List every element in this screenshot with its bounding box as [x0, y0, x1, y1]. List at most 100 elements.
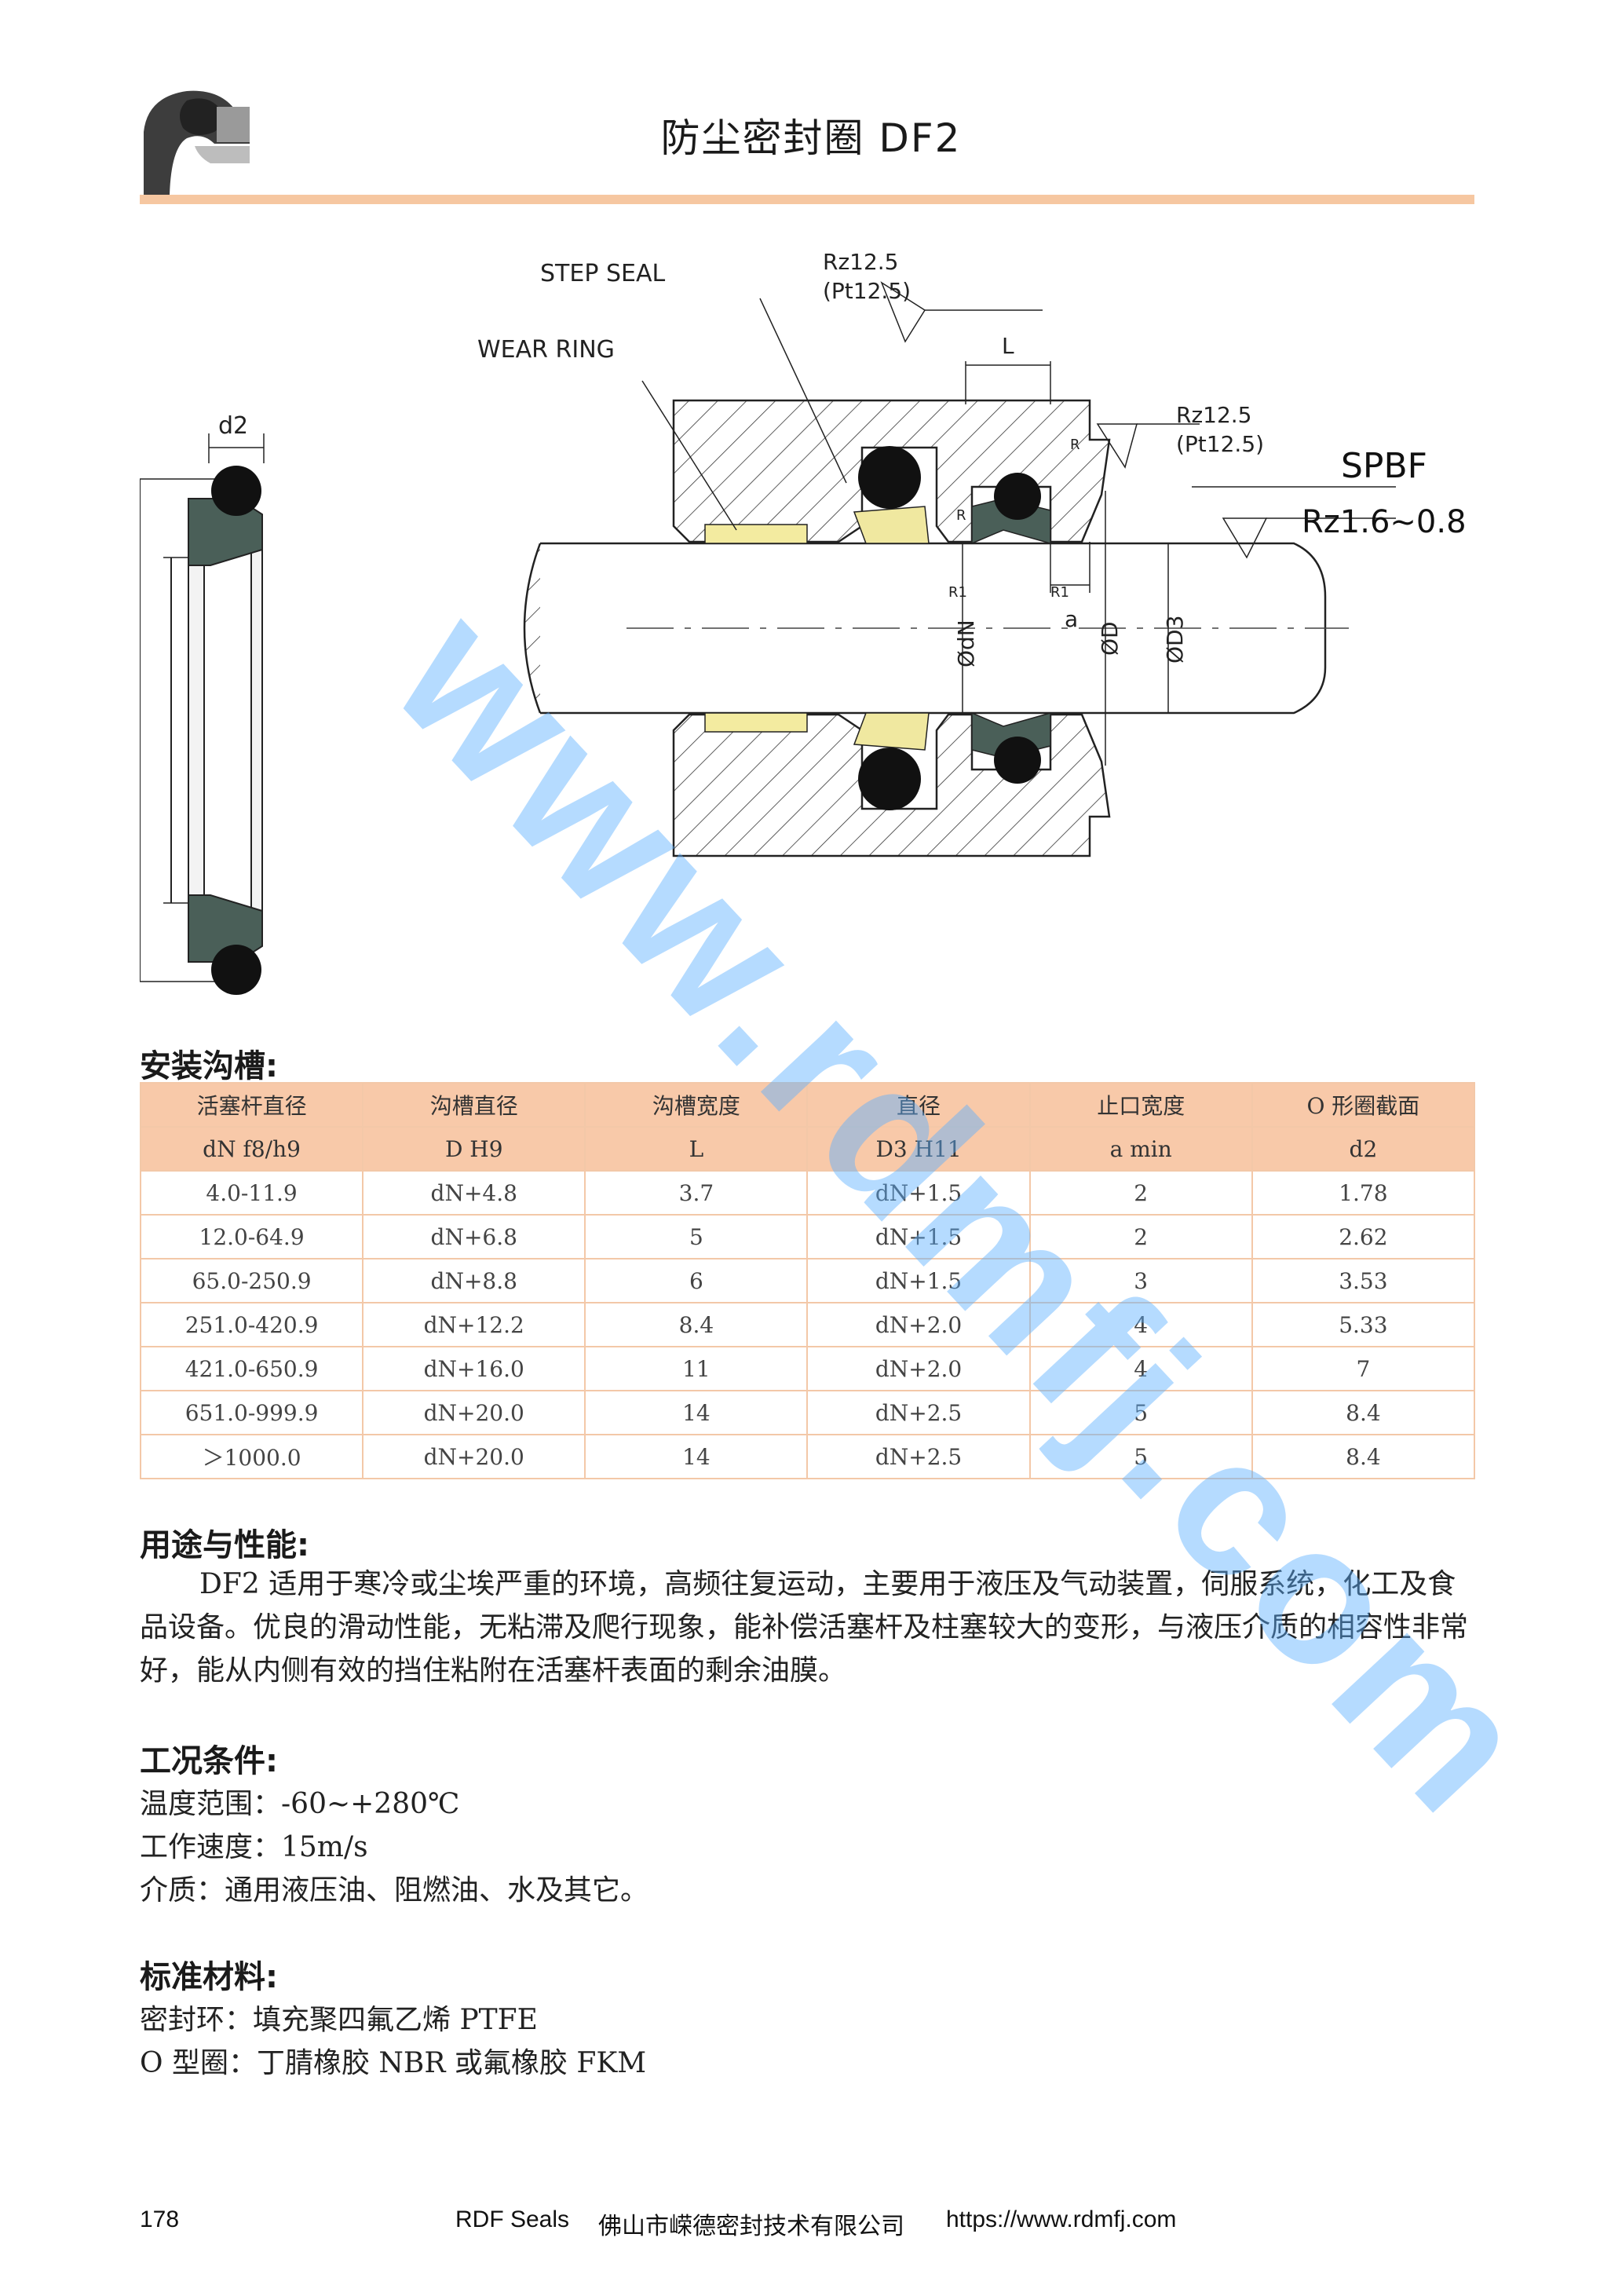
- medium: 介质：通用液压油、阻燃油、水及其它。: [140, 1874, 649, 1907]
- table-row: 651.0-999.9 dN+20.0 14 dN+2.5 5 8.4: [139, 1390, 1476, 1435]
- table-cell: 4.0-11.9: [139, 1170, 364, 1216]
- header-cell: a min: [1028, 1126, 1253, 1172]
- table-row: ＞1000.0 dN+20.0 14 dN+2.5 5 8.4: [139, 1434, 1476, 1479]
- table-row: 4.0-11.9 dN+4.8 3.7 dN+1.5 2 1.78: [139, 1170, 1476, 1216]
- table-row: 12.0-64.9 dN+6.8 5 dN+1.5 2 2.62: [139, 1214, 1476, 1260]
- table-cell: 5.33: [1251, 1302, 1476, 1347]
- table-cell: 4: [1028, 1302, 1253, 1347]
- table-cell: 5: [1028, 1390, 1253, 1435]
- table-cell: 6: [584, 1258, 809, 1303]
- header-cell: 沟槽宽度: [584, 1082, 809, 1128]
- header-cell: D3 H11: [806, 1126, 1031, 1172]
- header-cell: O 形圈截面: [1251, 1082, 1476, 1128]
- table-cell: dN+2.5: [806, 1390, 1031, 1435]
- temperature-range: 温度范围：-60~+280℃: [140, 1788, 460, 1820]
- seal-ring-material: 密封环：填充聚四氟乙烯 PTFE: [140, 2004, 538, 2036]
- o-ring-material: O 型圈：丁腈橡胶 NBR 或氟橡胶 FKM: [140, 2047, 647, 2079]
- header-cell: d2: [1251, 1126, 1476, 1172]
- svg-text:(Pt12.5): (Pt12.5): [823, 278, 911, 304]
- logo-icon: [144, 90, 250, 195]
- usage-paragraph: DF2 适用于寒冷或尘埃严重的环境，高频往复运动，主要用于液压及气动装置，伺服系…: [140, 1563, 1475, 1692]
- footer-brand: RDF Seals: [455, 2206, 570, 2232]
- footer-company: 佛山市嵘德密封技术有限公司: [598, 2214, 904, 2239]
- header-cell: 止口宽度: [1028, 1082, 1253, 1128]
- table-cell: dN+8.8: [362, 1258, 586, 1303]
- table-row: 65.0-250.9 dN+8.8 6 dN+1.5 3 3.53: [139, 1258, 1476, 1303]
- table-cell: dN+20.0: [362, 1390, 586, 1435]
- table-cell: 11: [584, 1346, 809, 1391]
- conditions-heading: 工况条件:: [140, 1743, 278, 1779]
- svg-text:ØdN: ØdN: [953, 620, 979, 667]
- svg-text:Rz12.5: Rz12.5: [1176, 402, 1252, 428]
- svg-text:R1: R1: [1050, 584, 1069, 601]
- svg-text:(Pt12.5): (Pt12.5): [1176, 431, 1264, 457]
- table-cell: 2: [1028, 1214, 1253, 1260]
- table-cell: 8.4: [1251, 1390, 1476, 1435]
- usage-heading: 用途与性能:: [140, 1527, 309, 1563]
- table-cell: 8.4: [1251, 1434, 1476, 1479]
- wear-ring-bottom: [704, 712, 808, 733]
- wear-ring-top: [704, 524, 808, 544]
- table-cell: 2: [1028, 1170, 1253, 1216]
- header-cell: dN f8/h9: [139, 1126, 364, 1172]
- svg-text:R: R: [956, 507, 966, 524]
- table-cell: 5: [584, 1214, 809, 1260]
- page-number: 178: [140, 2206, 180, 2232]
- table-cell: 4: [1028, 1346, 1253, 1391]
- svg-text:R1: R1: [948, 584, 967, 601]
- table-cell: dN+2.5: [806, 1434, 1031, 1479]
- table-cell: 251.0-420.9: [139, 1302, 364, 1347]
- table-header-row: dN f8/h9 D H9 L D3 H11 a min d2: [139, 1126, 1476, 1172]
- table-cell: 7: [1251, 1346, 1476, 1391]
- usage-text: DF2 适用于寒冷或尘埃严重的环境，高频往复运动，主要用于液压及气动装置，伺服系…: [140, 1568, 1469, 1687]
- table-cell: dN+1.5: [806, 1214, 1031, 1260]
- svg-text:Rz1.6~0.8: Rz1.6~0.8: [1302, 504, 1467, 540]
- table-cell: dN+1.5: [806, 1258, 1031, 1303]
- working-speed: 工作速度：15m/s: [140, 1831, 368, 1863]
- table-cell: dN+1.5: [806, 1170, 1031, 1216]
- header-cell: 沟槽直径: [362, 1082, 586, 1128]
- svg-text:R: R: [1070, 437, 1080, 453]
- svg-text:L: L: [1002, 333, 1014, 359]
- page-title: 防尘密封圈 DF2: [660, 115, 962, 161]
- table-cell: 651.0-999.9: [139, 1390, 364, 1435]
- table-cell: 65.0-250.9: [139, 1258, 364, 1303]
- svg-text:d2: d2: [218, 412, 248, 440]
- table-cell: dN+20.0: [362, 1434, 586, 1479]
- table-row: 421.0-650.9 dN+16.0 11 dN+2.0 4 7: [139, 1346, 1476, 1391]
- materials-heading: 标准材料:: [140, 1959, 278, 1995]
- table-cell: dN+6.8: [362, 1214, 586, 1260]
- svg-text:ØD: ØD: [1097, 621, 1123, 656]
- table-cell: 14: [584, 1434, 809, 1479]
- table-cell: dN+2.0: [806, 1346, 1031, 1391]
- svg-text:ØD3: ØD3: [1162, 616, 1188, 664]
- header-divider: [140, 195, 1474, 204]
- table-cell: dN+4.8: [362, 1170, 586, 1216]
- table-cell: 421.0-650.9: [139, 1346, 364, 1391]
- table-cell: dN+2.0: [806, 1302, 1031, 1347]
- table-cell: 14: [584, 1390, 809, 1435]
- svg-text:STEP SEAL: STEP SEAL: [540, 260, 665, 287]
- groove-table: 活塞杆直径 沟槽直径 沟槽宽度 直径 止口宽度 O 形圈截面 dN f8/h9 …: [139, 1082, 1476, 1479]
- piston-rod: [523, 542, 1349, 715]
- footer-url[interactable]: https://www.rdmfj.com: [946, 2206, 1177, 2232]
- header-cell: D H9: [362, 1126, 586, 1172]
- header-cell: 活塞杆直径: [139, 1082, 364, 1128]
- table-cell: ＞1000.0: [139, 1434, 364, 1479]
- table-cell: 12.0-64.9: [139, 1214, 364, 1260]
- header-cell: L: [584, 1126, 809, 1172]
- seal-side-view: d2: [140, 412, 265, 995]
- table-row: 251.0-420.9 dN+12.2 8.4 dN+2.0 4 5.33: [139, 1302, 1476, 1347]
- svg-text:SPBF: SPBF: [1341, 446, 1427, 486]
- table-cell: 3.53: [1251, 1258, 1476, 1303]
- table-cell: 8.4: [584, 1302, 809, 1347]
- table-cell: 1.78: [1251, 1170, 1476, 1216]
- table-cell: dN+16.0: [362, 1346, 586, 1391]
- install-heading: 安装沟槽:: [140, 1048, 278, 1084]
- table-cell: 3: [1028, 1258, 1253, 1303]
- svg-text:WEAR RING: WEAR RING: [477, 336, 615, 364]
- header-cell: 直径: [806, 1082, 1031, 1128]
- svg-text:Rz12.5: Rz12.5: [823, 249, 899, 275]
- table-header-row: 活塞杆直径 沟槽直径 沟槽宽度 直径 止口宽度 O 形圈截面: [139, 1082, 1476, 1128]
- table-cell: 5: [1028, 1434, 1253, 1479]
